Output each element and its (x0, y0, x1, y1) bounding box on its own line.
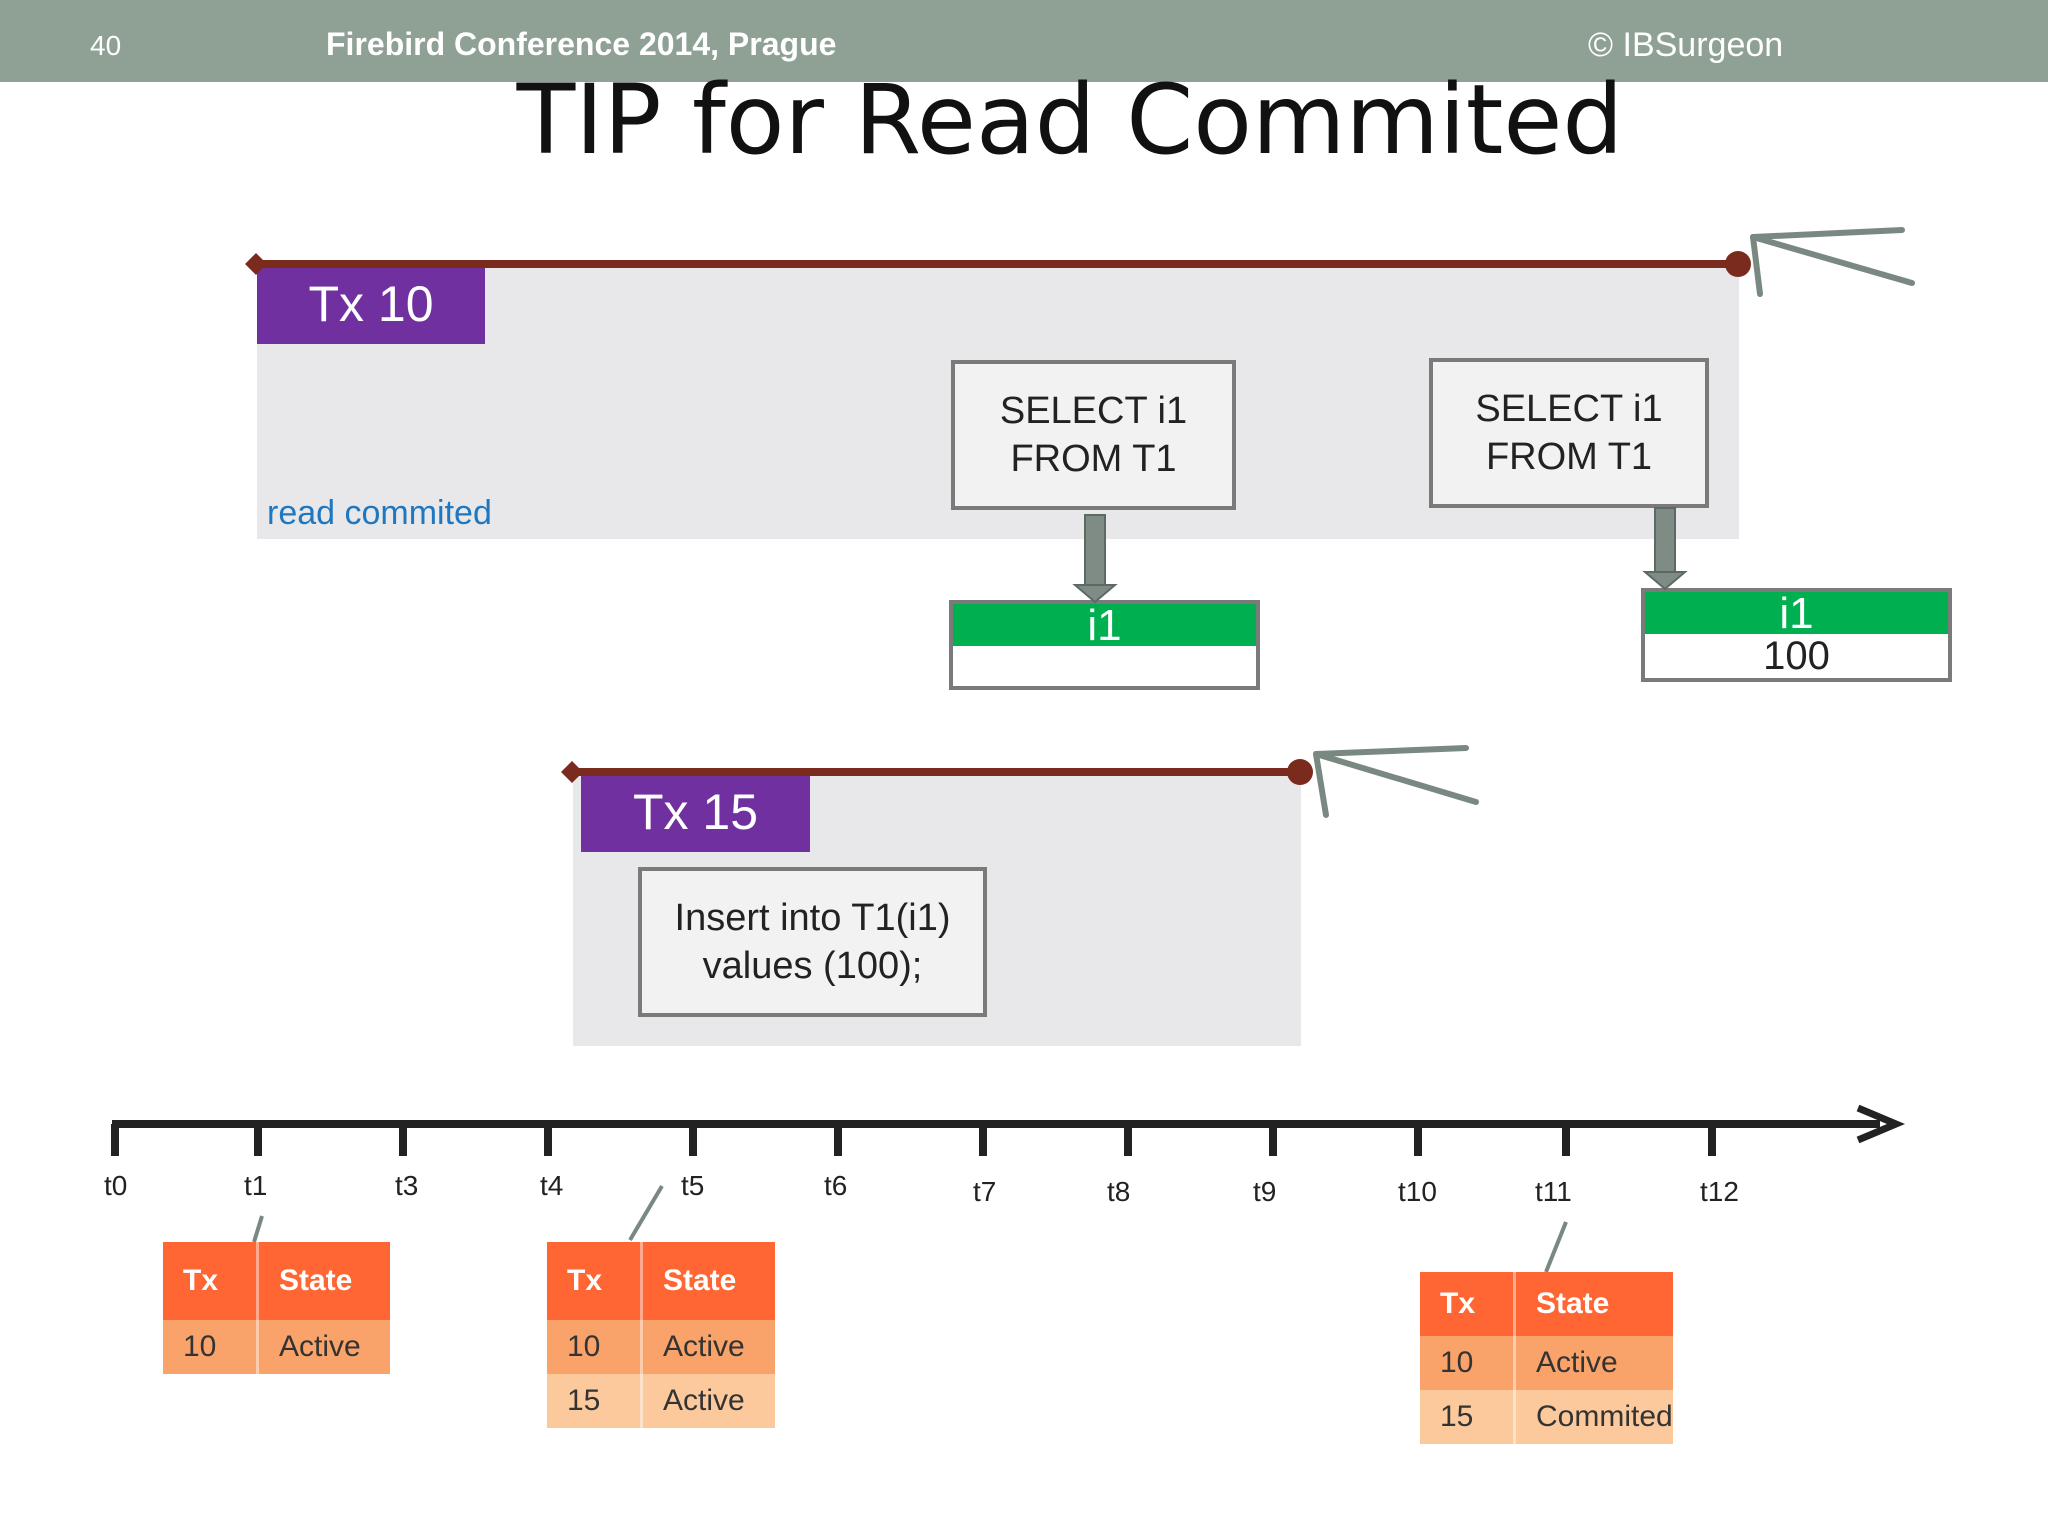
tick-label: t5 (681, 1170, 705, 1201)
tip-table: Tx State 10 Active 15 Commited (1420, 1272, 1673, 1444)
connector-line (252, 1215, 264, 1243)
tick-label: t0 (104, 1170, 128, 1201)
result-header: i1 (953, 604, 1256, 648)
result-box-2: i1 100 (1641, 588, 1952, 682)
result-box-1: i1 (949, 600, 1260, 690)
table-row: 10 Active (163, 1320, 390, 1374)
table-cell: Active (257, 1320, 390, 1374)
column-header: Tx (163, 1242, 259, 1320)
table-cell: 10 (547, 1320, 643, 1374)
select-line-1: SELECT i1 (1475, 388, 1663, 430)
column-header: State (257, 1242, 390, 1320)
table-cell: Active (641, 1320, 775, 1374)
tick-label: t10 (1398, 1176, 1437, 1207)
tx10-label: Tx 10 (257, 264, 485, 344)
timeline-ticks (111, 1124, 1716, 1156)
conference-title: Firebird Conference 2014, Prague (326, 26, 837, 62)
insert-line-2: values (100); (702, 945, 923, 987)
select-line-1: SELECT i1 (999, 390, 1188, 432)
table-cell: 15 (547, 1374, 643, 1428)
table-cell: 15 (1420, 1390, 1516, 1444)
tx15-start-marker (561, 761, 583, 783)
connector-line (628, 1184, 664, 1242)
tick-label: t9 (1253, 1176, 1277, 1207)
table-cell: Commited (1514, 1390, 1673, 1444)
table-row: 10 Active (1420, 1336, 1673, 1390)
insert-line-1: Insert into T1(i1) (674, 897, 951, 939)
slide-title: TIP for Read Commited (516, 64, 1624, 176)
tick-label: t11 (1535, 1176, 1572, 1207)
connector-line (1544, 1221, 1568, 1273)
tx15-commit-arrow-icon (1313, 745, 1479, 818)
table-cell: Active (1514, 1336, 1673, 1390)
tx15-label: Tx 15 (581, 772, 810, 852)
column-header: State (641, 1242, 775, 1320)
column-header: State (1514, 1272, 1673, 1336)
select-statement-2: SELECT i1 FROM T1 (1429, 358, 1709, 508)
table-cell: Active (641, 1374, 775, 1428)
table-row: 10 Active (547, 1320, 775, 1374)
tick-label: t1 (244, 1170, 268, 1201)
insert-statement: Insert into T1(i1) values (100); (638, 867, 987, 1017)
slide-header (0, 0, 2048, 82)
tick-label: t6 (824, 1170, 848, 1201)
tick-label: t4 (540, 1170, 564, 1201)
select-statement-1: SELECT i1 FROM T1 (951, 360, 1236, 510)
tick-label: t12 (1700, 1176, 1739, 1207)
slide-number: 40 (90, 30, 122, 61)
table-cell: 10 (1420, 1336, 1516, 1390)
tx15-end-marker (1287, 759, 1313, 785)
tx10-end-marker (1725, 251, 1751, 277)
tx10-commit-arrow-icon (1750, 227, 1915, 297)
result-value: 100 (1763, 634, 1830, 678)
tip-table: Tx State 10 Active 15 Active (547, 1242, 775, 1428)
select1-down-arrow-icon (1072, 514, 1118, 604)
tick-label: t8 (1107, 1176, 1131, 1207)
column-header: Tx (1420, 1272, 1516, 1336)
isolation-label: read commited (267, 494, 492, 532)
tx10-start-marker (245, 253, 267, 275)
table-row: 15 Active (547, 1374, 775, 1428)
copyright: © IBSurgeon (1588, 26, 1784, 64)
tick-label: t3 (395, 1170, 419, 1201)
tick-label: t7 (973, 1176, 997, 1207)
result-header: i1 (1645, 592, 1948, 636)
select2-down-arrow-icon (1642, 507, 1688, 591)
tip-table: Tx State 10 Active (163, 1242, 390, 1374)
timeline-arrowhead-icon (1856, 1104, 1906, 1144)
table-row: 15 Commited (1420, 1390, 1673, 1444)
select-line-2: FROM T1 (1485, 436, 1653, 478)
select-line-2: FROM T1 (1010, 438, 1177, 480)
table-cell: 10 (163, 1320, 259, 1374)
column-header: Tx (547, 1242, 643, 1320)
